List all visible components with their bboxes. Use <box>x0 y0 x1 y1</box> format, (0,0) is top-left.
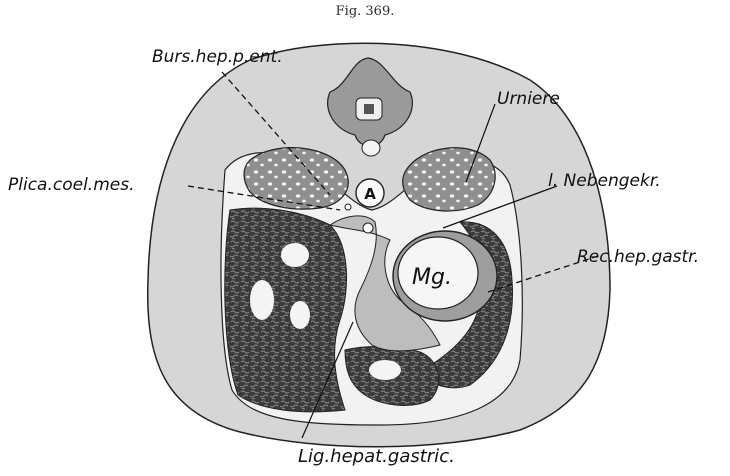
aorta-letter: A <box>364 185 376 203</box>
liver-vessel <box>250 280 274 320</box>
liver-vessel <box>281 243 309 267</box>
liver-vessel <box>290 301 310 329</box>
notochord <box>362 140 380 156</box>
liver-left <box>225 208 347 412</box>
label-burs-hep: Burs.hep.p.ent. <box>152 47 283 67</box>
coeliac-vessel <box>363 223 373 233</box>
label-lig-hepat: Lig.hepat.gastric. <box>298 446 455 467</box>
label-nebengekr: l. Nebengekr. <box>548 171 661 191</box>
spinal-canal <box>364 104 374 114</box>
label-urniere: Urniere <box>497 89 560 109</box>
stomach-letter: Mg. <box>412 265 452 290</box>
liver-vessel <box>369 360 401 380</box>
coeliac-vessel <box>345 204 351 210</box>
label-plica: Plica.coel.mes. <box>8 175 134 195</box>
label-rec-hep: Rec.hep.gastr. <box>577 247 699 267</box>
